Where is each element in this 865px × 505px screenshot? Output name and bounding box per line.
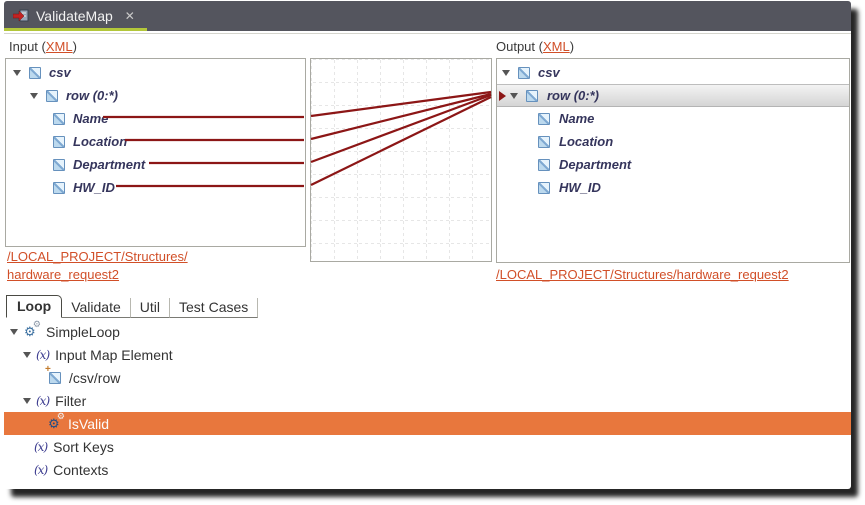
element-icon bbox=[518, 66, 530, 79]
input-xml-link[interactable]: XML bbox=[45, 39, 73, 54]
collapse-icon[interactable] bbox=[30, 92, 38, 99]
element-icon bbox=[538, 181, 550, 194]
input-node-csv[interactable]: csv bbox=[6, 61, 305, 84]
fx-icon: (x) bbox=[36, 393, 50, 408]
fx-icon: (x) bbox=[34, 462, 48, 477]
output-node-name[interactable]: Name bbox=[497, 107, 849, 130]
element-icon bbox=[538, 135, 550, 148]
loop-node-isvalid[interactable]: ⚙⚙ IsValid bbox=[4, 410, 851, 435]
input-node-hwid[interactable]: HW_ID bbox=[6, 176, 305, 199]
loop-node-contexts[interactable]: (x) Contexts bbox=[34, 461, 109, 478]
tab-test-cases[interactable]: Test Cases bbox=[170, 298, 259, 318]
tab-validatemap[interactable]: ValidateMap ✕ bbox=[4, 1, 147, 31]
input-structure-link[interactable]: /LOCAL_PROJECT/Structures/ hardware_requ… bbox=[7, 249, 188, 282]
element-icon bbox=[538, 112, 550, 125]
loop-rule-tree: ⚙⚙ SimpleLoop (x) Input Map Element /csv… bbox=[4, 318, 851, 481]
element-plus-icon bbox=[45, 364, 61, 384]
collapse-icon[interactable] bbox=[502, 69, 510, 76]
input-node-location[interactable]: Location bbox=[6, 130, 305, 153]
mapping-canvas[interactable] bbox=[310, 58, 492, 262]
editor-tabbar: ValidateMap ✕ bbox=[4, 1, 851, 31]
collapse-icon[interactable] bbox=[23, 397, 31, 404]
tab-loop[interactable]: Loop bbox=[6, 295, 63, 318]
collapse-icon[interactable] bbox=[510, 92, 518, 99]
output-xml-link[interactable]: XML bbox=[542, 39, 570, 54]
map-document-icon bbox=[13, 9, 29, 22]
element-icon bbox=[53, 158, 65, 171]
input-section-label: Input (XML) bbox=[9, 39, 77, 54]
element-icon bbox=[526, 89, 538, 102]
collapse-icon[interactable] bbox=[23, 351, 31, 358]
tab-title: ValidateMap bbox=[36, 8, 113, 24]
close-tab-icon[interactable]: ✕ bbox=[124, 9, 135, 23]
tab-validate[interactable]: Validate bbox=[62, 298, 131, 318]
mapper-window: ValidateMap ✕ Input (XML) Output (XML) c… bbox=[4, 1, 851, 489]
output-node-hwid[interactable]: HW_ID bbox=[497, 176, 849, 199]
output-node-location[interactable]: Location bbox=[497, 130, 849, 153]
gears-icon: ⚙⚙ bbox=[48, 410, 65, 431]
element-icon bbox=[46, 89, 58, 102]
collapse-icon[interactable] bbox=[13, 69, 21, 76]
element-icon bbox=[538, 158, 550, 171]
output-tree-panel: csv row (0:*) Name Location Department H… bbox=[496, 58, 850, 263]
element-icon bbox=[53, 181, 65, 194]
output-section-label: Output (XML) bbox=[496, 39, 575, 54]
tab-util[interactable]: Util bbox=[130, 298, 171, 318]
output-node-department[interactable]: Department bbox=[497, 153, 849, 176]
fx-icon: (x) bbox=[34, 439, 48, 454]
loop-node-input-map-element[interactable]: (x) Input Map Element bbox=[4, 343, 851, 366]
element-icon bbox=[53, 135, 65, 148]
mapping-target-arrow-icon bbox=[499, 90, 506, 101]
output-node-row-selected[interactable]: row (0:*) bbox=[497, 84, 849, 107]
rule-tabs: Loop Validate Util Test Cases bbox=[6, 295, 259, 318]
grid bbox=[311, 59, 491, 261]
element-icon bbox=[29, 66, 41, 79]
output-structure-link[interactable]: /LOCAL_PROJECT/Structures/hardware_reque… bbox=[496, 267, 789, 282]
input-node-department[interactable]: Department bbox=[6, 153, 305, 176]
collapse-icon[interactable] bbox=[10, 328, 18, 335]
output-node-csv[interactable]: csv bbox=[497, 61, 849, 84]
loop-node-filter[interactable]: (x) Filter bbox=[4, 389, 851, 412]
loop-node-csv-row[interactable]: /csv/row bbox=[4, 364, 851, 389]
fx-icon: (x) bbox=[36, 347, 50, 362]
input-node-name[interactable]: Name bbox=[6, 107, 305, 130]
divider bbox=[4, 33, 851, 34]
active-tab-underline bbox=[4, 28, 147, 31]
input-node-row[interactable]: row (0:*) bbox=[6, 84, 305, 107]
loop-node-simpleloop[interactable]: ⚙⚙ SimpleLoop bbox=[4, 318, 851, 343]
gears-icon: ⚙⚙ bbox=[24, 318, 41, 339]
element-icon bbox=[53, 112, 65, 125]
loop-node-sort-keys[interactable]: (x) Sort Keys bbox=[34, 438, 114, 455]
input-tree-panel: csv row (0:*) Name Location Department H… bbox=[5, 58, 306, 247]
